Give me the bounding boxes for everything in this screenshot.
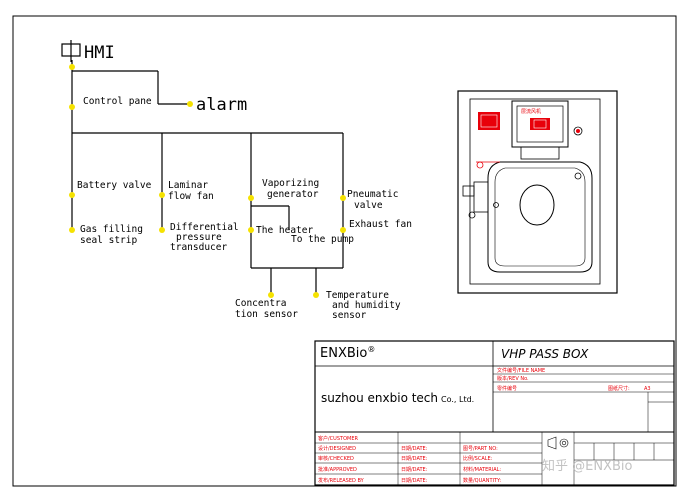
laminar-fan-line-2: flow fan bbox=[168, 191, 214, 202]
date-label-3: 日期/DATE: bbox=[401, 467, 428, 473]
projection-symbol-icon bbox=[547, 436, 569, 450]
title-block-fields: 文件编号/FILE NAME 版本/REV No. 零件编号 图纸尺寸: A3 … bbox=[318, 367, 651, 484]
pneumatic-line-1: Pneumatic bbox=[347, 189, 398, 200]
date-label-2: 日期/DATE: bbox=[401, 456, 428, 462]
temp-line-2: and humidity bbox=[332, 300, 401, 311]
scale-label: 比例/SCALE: bbox=[463, 455, 493, 462]
watermark: 知乎 @ENXBio bbox=[542, 458, 633, 474]
panel-display bbox=[530, 118, 550, 130]
diff-line-3: transducer bbox=[170, 242, 227, 253]
diff-line-1: Differential bbox=[170, 222, 239, 233]
hmi-label: HMI bbox=[84, 43, 115, 63]
size-label: 图纸尺寸: bbox=[608, 385, 630, 392]
laminar-fan-line-1: Laminar bbox=[168, 180, 208, 191]
connection-nodes bbox=[69, 64, 346, 298]
gas-strip-line-2: seal strip bbox=[80, 235, 137, 246]
part-no-label: 图号/PART NO: bbox=[463, 446, 498, 452]
heater-label: The heater bbox=[256, 225, 313, 236]
temp-humidity-label: Temperature and humidity sensor bbox=[326, 290, 406, 321]
pneumatic-line-2: valve bbox=[354, 200, 383, 211]
rev-label: 版本/REV No. bbox=[497, 375, 529, 382]
diff-line-2: pressure bbox=[176, 232, 222, 243]
part-label: 零件编号 bbox=[497, 385, 517, 392]
exhaust-fan-label: Exhaust fan bbox=[349, 219, 412, 230]
vaporizing-line-2: generator bbox=[267, 189, 319, 200]
temp-line-3: sensor bbox=[332, 310, 367, 321]
diff-transducer-label: Differential pressure transducer bbox=[170, 222, 244, 253]
designed-label: 设计/DESIGNED bbox=[318, 445, 356, 452]
title-block bbox=[314, 340, 675, 486]
approved-label: 批准/APPROVED bbox=[318, 466, 357, 473]
concentration-line-1: Concentra bbox=[235, 298, 286, 309]
concentration-sensor-label: Concentra tion sensor bbox=[235, 298, 298, 320]
customer-label: 客户/CUSTOMER bbox=[318, 435, 358, 442]
released-label: 发布/RELEASED BY bbox=[318, 477, 365, 484]
battery-valve-label: Battery valve bbox=[77, 180, 152, 191]
drawing-frame bbox=[12, 15, 677, 487]
quantity-label: 数量/QUANTITY: bbox=[463, 477, 501, 484]
gas-strip-label: Gas filling seal strip bbox=[80, 224, 149, 246]
to-pump-label: To the pump bbox=[291, 234, 354, 245]
panel-header-text: 层流风机 bbox=[521, 108, 541, 115]
size-value: A3 bbox=[644, 386, 651, 392]
pneumatic-valve-label: Pneumatic valve bbox=[347, 189, 404, 211]
file-name-label: 文件编号/FILE NAME bbox=[497, 367, 545, 374]
product-title: VHP PASS BOX bbox=[501, 347, 589, 361]
gas-strip-line-1: Gas filling bbox=[80, 224, 143, 235]
hmi-icon bbox=[61, 40, 81, 62]
laminar-fan-label: Laminar flow fan bbox=[168, 180, 214, 202]
date-label-4: 日期/DATE: bbox=[401, 478, 428, 484]
date-label-1: 日期/DATE: bbox=[401, 446, 428, 452]
vaporizing-line-1: Vaporizing bbox=[262, 178, 319, 189]
pass-box-drawing: 层流风机 bbox=[457, 90, 618, 294]
checked-label: 审核/CHECKED bbox=[318, 455, 354, 462]
alarm-label: alarm bbox=[196, 95, 247, 115]
concentration-line-2: tion sensor bbox=[235, 309, 298, 320]
alarm-light bbox=[478, 112, 500, 130]
brand-logo: ENXBio® bbox=[320, 345, 375, 361]
material-label: 材料/MATERIAL: bbox=[463, 466, 501, 473]
temp-line-1: Temperature bbox=[326, 290, 389, 301]
vaporizing-generator-label: Vaporizing generator bbox=[262, 178, 325, 200]
control-panel-label: Control pane bbox=[83, 96, 152, 107]
